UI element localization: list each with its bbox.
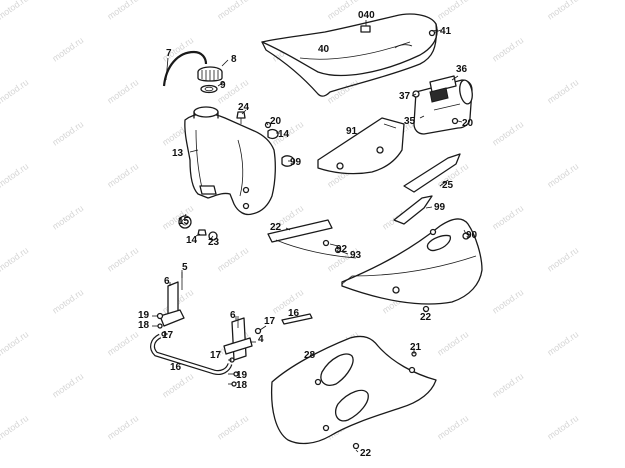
radiator-shroud	[270, 335, 437, 450]
watermark-text: motod.ru	[490, 371, 525, 400]
callout-40: 40	[318, 44, 330, 55]
battery	[412, 75, 473, 135]
watermark-text: motod.ru	[325, 0, 360, 22]
watermark-text: motod.ru	[545, 245, 580, 274]
callout-93: 93	[350, 250, 362, 261]
callout-9: 9	[220, 80, 226, 91]
frame-rail	[267, 219, 357, 259]
watermark-text: motod.ru	[545, 77, 580, 106]
callout-040: 040	[358, 10, 375, 21]
bracket-lower	[223, 316, 262, 387]
watermark-text: motod.ru	[50, 203, 85, 232]
callout-20a: 20	[462, 118, 474, 129]
callout-6a: 6	[164, 276, 170, 287]
watermark-text: motod.ru	[545, 329, 580, 358]
callout-92: 92	[336, 244, 348, 255]
callout-18a: 18	[138, 320, 150, 331]
watermark-text: motod.ru	[105, 0, 140, 22]
watermark-text: motod.ru	[105, 329, 140, 358]
watermark-text: motod.ru	[435, 0, 470, 22]
leader-lines	[152, 20, 467, 453]
watermark-text: motod.ru	[0, 77, 30, 106]
watermark-text: motod.ru	[50, 119, 85, 148]
callout-22c: 22	[360, 448, 372, 459]
callout-24: 24	[238, 102, 250, 113]
watermark-text: motod.ru	[435, 413, 470, 442]
watermark-text: motod.ru	[0, 329, 30, 358]
watermark-text: motod.ru	[0, 413, 30, 442]
callout-14a: 14	[278, 129, 290, 140]
watermark-text: motod.ru	[215, 245, 250, 274]
watermark-text: motod.ru	[490, 287, 525, 316]
watermark-text: motod.ru	[0, 245, 30, 274]
watermark-text: motod.ru	[0, 0, 30, 22]
watermark-text: motod.ru	[490, 35, 525, 64]
callout-17c: 17	[210, 350, 222, 361]
callout-17b: 17	[264, 316, 276, 327]
side-cover-right	[341, 218, 483, 313]
bracket-upper	[156, 270, 185, 337]
watermark-text: motod.ru	[215, 413, 250, 442]
fuel-line	[162, 50, 208, 87]
callout-15: 15	[178, 216, 190, 227]
callout-25: 25	[442, 180, 454, 191]
callout-37: 37	[399, 91, 411, 102]
callout-16a: 16	[288, 308, 300, 319]
callout-35: 35	[404, 116, 416, 127]
callout-90: 90	[466, 230, 478, 241]
callout-6b: 6	[230, 310, 236, 321]
trim-strip	[403, 153, 461, 193]
watermark-text: motod.ru	[160, 371, 195, 400]
fuel-cap	[197, 66, 223, 94]
watermark-text: motod.ru	[490, 203, 525, 232]
watermark-text: motod.ru	[50, 287, 85, 316]
watermark-text: motod.ru	[50, 35, 85, 64]
watermark-text: motod.ru	[105, 245, 140, 274]
callout-13: 13	[172, 148, 184, 159]
callout-18b: 18	[236, 380, 248, 391]
watermark-text: motod.ru	[435, 329, 470, 358]
bent-tube	[150, 333, 233, 375]
watermark-text: motod.ru	[545, 0, 580, 22]
callout-99b: 99	[434, 202, 446, 213]
fuel-tank	[184, 106, 276, 216]
callout-19a: 19	[138, 310, 150, 321]
callout-8: 8	[231, 54, 237, 65]
callout-41: 41	[440, 26, 452, 37]
watermark-text: motod.ru	[105, 161, 140, 190]
rod	[281, 313, 313, 325]
watermark-text: motod.ru	[490, 119, 525, 148]
callout-99a: 99	[290, 157, 302, 168]
callout-14b: 14	[186, 235, 198, 246]
callout-23: 23	[208, 237, 220, 248]
seat	[261, 13, 442, 97]
watermark-text: motod.ru	[50, 371, 85, 400]
watermark-text: motod.ru	[105, 77, 140, 106]
callout-16b: 16	[170, 362, 182, 373]
watermark-text: motod.ru	[0, 161, 30, 190]
callout-20b: 20	[270, 116, 282, 127]
callout-17a: 17	[162, 330, 174, 341]
seat-clamp	[360, 25, 371, 33]
callout-7: 7	[166, 48, 172, 59]
watermark-text: motod.ru	[105, 413, 140, 442]
callout-4: 4	[258, 334, 264, 345]
callout-28: 28	[304, 350, 316, 361]
watermark-text: motod.ru	[545, 161, 580, 190]
callout-22a: 22	[270, 222, 282, 233]
trim-plate	[393, 195, 433, 225]
watermark-text: motod.ru	[545, 413, 580, 442]
watermark-text: motod.ru	[215, 0, 250, 22]
side-panel-left	[317, 117, 405, 175]
callout-91: 91	[346, 126, 358, 137]
callout-36: 36	[456, 64, 468, 75]
tank-fasteners	[178, 111, 295, 241]
callout-19b: 19	[236, 370, 248, 381]
callout-5a: 5	[182, 262, 188, 273]
callout-22b: 22	[420, 312, 432, 323]
callout-21: 21	[410, 342, 422, 353]
